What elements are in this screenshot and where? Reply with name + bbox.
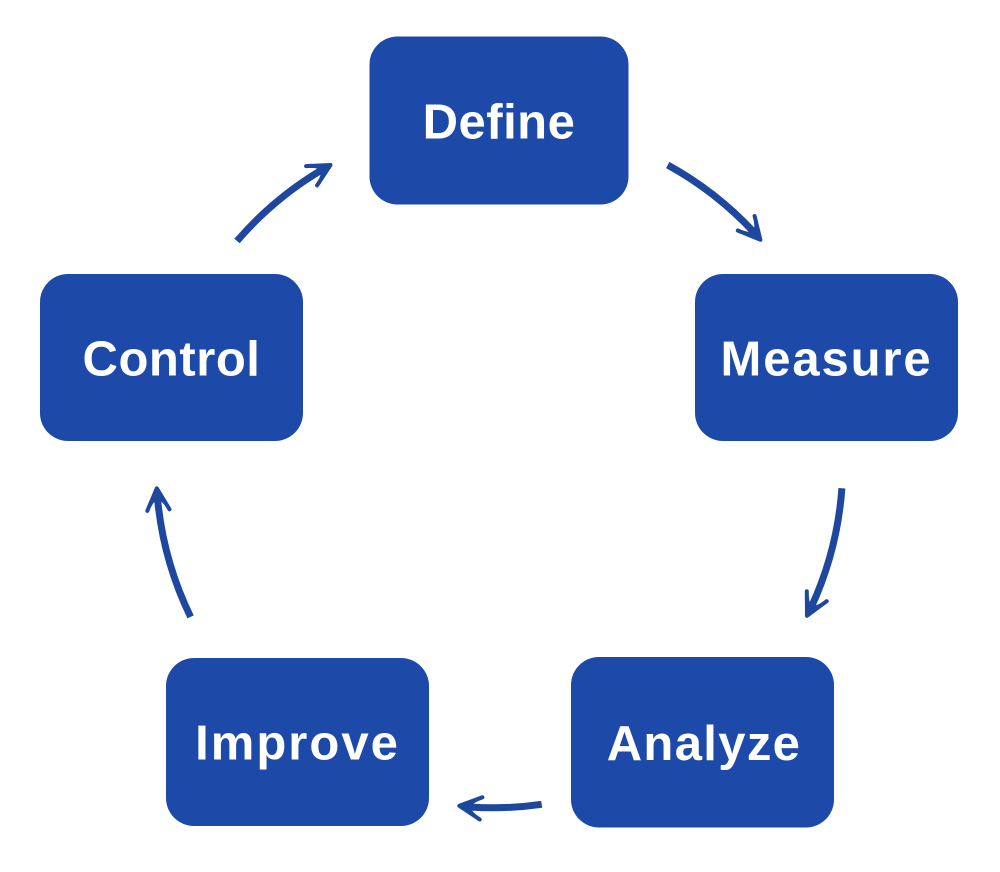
svg-text:Control: Control — [83, 332, 261, 386]
svg-text:Improve: Improve — [195, 717, 400, 771]
svg-text:Analyze: Analyze — [607, 717, 802, 771]
svg-text:Define: Define — [423, 95, 576, 149]
svg-text:Measure: Measure — [721, 332, 933, 386]
